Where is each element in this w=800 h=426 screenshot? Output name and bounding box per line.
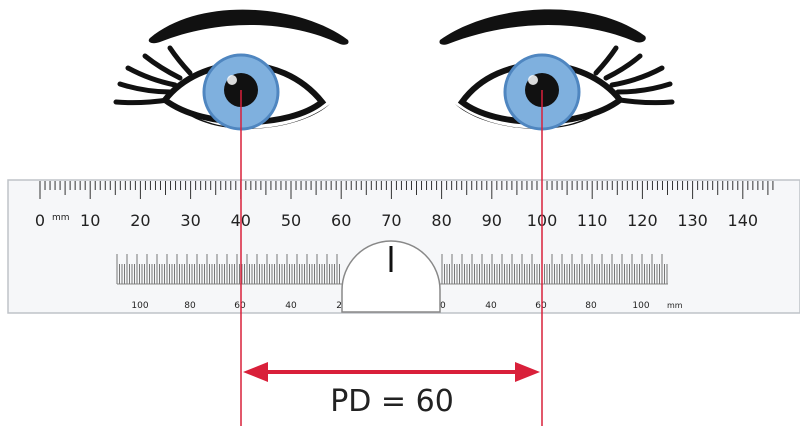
- top-scale-label: 30: [180, 211, 200, 230]
- left-eye-highlight: [227, 75, 237, 85]
- nose-bridge-cutout: [341, 240, 441, 313]
- bottom-scale-label: 80: [184, 301, 196, 311]
- top-scale-label: 110: [577, 211, 608, 230]
- left-eye: [113, 9, 349, 131]
- bottom-scale-label: 60: [535, 301, 547, 311]
- top-scale-unit: mm: [52, 213, 70, 223]
- top-scale-label: 130: [677, 211, 708, 230]
- bottom-scale-label: 40: [285, 301, 297, 311]
- bottom-scale-unit: mm: [667, 301, 683, 310]
- top-scale-label: 20: [130, 211, 150, 230]
- pd-caption: PD = 60: [0, 384, 800, 419]
- pd-arrow-right-head: [515, 362, 540, 382]
- pd-measurement: [240, 90, 543, 426]
- top-scale-label: 120: [627, 211, 658, 230]
- top-scale-label: 0: [35, 211, 45, 230]
- right-eye-highlight: [528, 75, 538, 85]
- top-scale-label: 90: [482, 211, 502, 230]
- bottom-scale-label: 100: [632, 301, 649, 311]
- ruler: 0 10 20 30 40 50 60 70 80 90 100 110 120 130 140 mm 10…: [7, 179, 800, 314]
- bottom-scale-label: 40: [485, 301, 497, 311]
- right-eyebrow: [439, 9, 646, 45]
- pd-caption-text: PD = 60: [330, 384, 454, 419]
- bottom-scale-label: 60: [234, 301, 246, 311]
- bottom-scale-label: 80: [585, 301, 597, 311]
- top-scale-label: 60: [331, 211, 351, 230]
- top-scale-label: 70: [381, 211, 401, 230]
- right-eye: [439, 9, 675, 131]
- top-scale-label: 50: [281, 211, 301, 230]
- right-eye-lashes: [593, 45, 675, 106]
- top-scale-label: 10: [80, 211, 100, 230]
- pd-arrow-left-head: [243, 362, 268, 382]
- top-scale-ticks: [39, 181, 774, 199]
- bottom-scale-ticks: [116, 254, 668, 284]
- left-eyebrow: [148, 9, 349, 45]
- top-scale-label: 140: [728, 211, 759, 230]
- bottom-scale-label: 100: [131, 301, 148, 311]
- top-scale-label: 80: [431, 211, 451, 230]
